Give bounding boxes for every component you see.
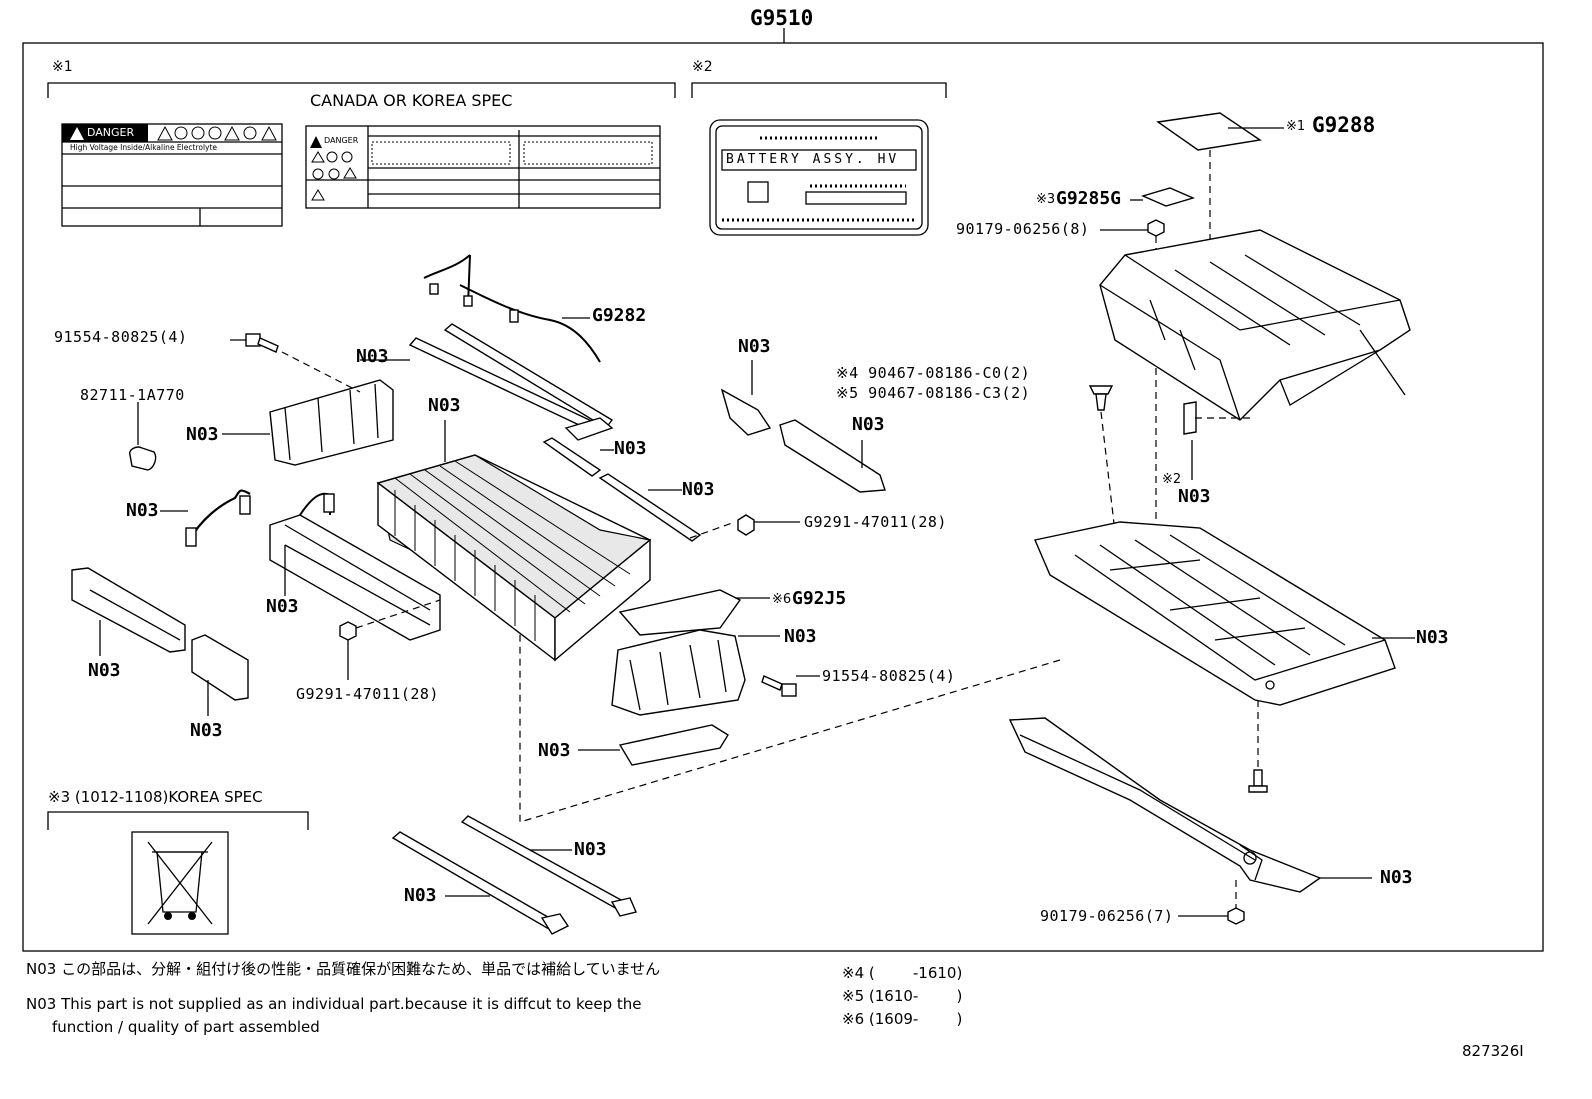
end-plate-left (269, 379, 394, 466)
end-plate-right (611, 629, 746, 716)
screw-lower (1248, 769, 1268, 793)
n03-module: N03 (428, 395, 461, 416)
bolt-91554-right (761, 675, 797, 697)
danger-label-2 (305, 125, 661, 209)
canada-korea-spec: CANADA OR KOREA SPEC (310, 91, 513, 110)
lower-bracket-n03 (618, 724, 729, 766)
diagram-frame (22, 42, 1544, 952)
bus-bar-n03-2 (598, 473, 702, 542)
lower-tray (1034, 521, 1396, 706)
sheet-g9285g (1140, 187, 1196, 207)
nut-g9291-left (339, 621, 357, 641)
part-g9291-right: G9291-47011(28) (804, 513, 947, 531)
note-en-2: function / quality of part assembled (52, 1018, 320, 1036)
part-91554-right: 91554-80825(4) (822, 667, 956, 685)
group1-mark: ※1 (52, 59, 73, 75)
assembly-code: G9510 (750, 6, 814, 30)
recycle-bin-label (131, 831, 229, 935)
part-g9282: G9282 (592, 305, 647, 326)
note-en-1: N03 This part is not supplied as an indi… (26, 995, 642, 1013)
part-g9288: G9288 (1312, 113, 1376, 137)
n03-bracket-right: N03 (852, 414, 885, 435)
n03-long-bar: N03 (356, 346, 389, 367)
n03-rod-1: N03 (404, 885, 437, 906)
sheet-g9288 (1156, 112, 1262, 151)
part-g92j5: G92J5 (792, 588, 847, 609)
danger-text: DANGER (87, 126, 135, 139)
note-range-6: ※6 (1609- ) (842, 1010, 963, 1028)
n03-lower-tray: N03 (1416, 627, 1449, 648)
n03-end-plate-right: N03 (784, 626, 817, 647)
battery-assy-text: BATTERY ASSY. HV (726, 152, 900, 167)
long-bar-n03-top (408, 323, 614, 441)
n03-bus-bar-1: N03 (614, 438, 647, 459)
n03-rod-2: N03 (574, 839, 607, 860)
danger-text-2: DANGER (324, 136, 359, 145)
figure-id: 827326I (1462, 1042, 1524, 1060)
n03-bracket-mid: N03 (738, 336, 771, 357)
part-90467-c0: ※4 90467-08186-C0(2) (836, 364, 1031, 382)
korea-spec: ※3 (1012-1108)KOREA SPEC (48, 788, 263, 806)
long-rod-n03-1 (391, 831, 570, 935)
small-harness-n03 (185, 489, 251, 547)
hv-text: High Voltage Inside/Alkaline Electrolyte (70, 143, 218, 152)
long-rod-n03-2 (460, 815, 637, 917)
bus-bar-n03-1 (542, 437, 602, 477)
n03-end-plate-left: N03 (186, 424, 219, 445)
group2-mark: ※2 (692, 59, 713, 75)
bolt-90179-top (1147, 219, 1165, 237)
n03-lower-bracket: N03 (538, 740, 571, 761)
n03-side-rail: N03 (266, 596, 299, 617)
part-91554-left: 91554-80825(4) (54, 328, 188, 346)
bracket-group-2 (691, 82, 947, 98)
part-82711: 82711-1A770 (80, 386, 185, 404)
bottom-bracket (1008, 717, 1322, 893)
g9288-mark: ※1 (1286, 119, 1306, 134)
n03-plate-mark: ※2 (1162, 472, 1182, 487)
sensor-82711 (129, 446, 157, 471)
clip-90467 (1088, 385, 1114, 411)
upper-cover (1099, 229, 1411, 421)
g9285g-mark: ※3 (1036, 192, 1056, 207)
note-jp: N03 この部品は、分解・組付け後の性能・品質確保が困難なため、単品では補給して… (26, 960, 661, 978)
n03-small-plate: N03 (1178, 486, 1211, 507)
note-range-5: ※5 (1610- ) (842, 987, 963, 1005)
bracket-n03-right (779, 419, 886, 493)
part-g9291-left: G9291-47011(28) (296, 685, 439, 703)
n03-harness: N03 (126, 500, 159, 521)
n03-side-plate-2: N03 (190, 720, 223, 741)
note-range-4: ※4 ( -1610) (842, 964, 963, 982)
n03-bus-bar-2: N03 (682, 479, 715, 500)
bracket-group-3 (47, 811, 309, 830)
small-plate-n03 (1183, 401, 1197, 435)
wire-harness-g9282 (423, 254, 601, 363)
side-plate-n03-1 (71, 567, 186, 653)
part-g9285g: G9285G (1056, 188, 1122, 209)
part-90467-c3: ※5 90467-08186-C3(2) (836, 384, 1031, 402)
bracket-group-1 (47, 82, 676, 98)
n03-bottom-bracket: N03 (1380, 867, 1413, 888)
nut-g9291-right (737, 514, 755, 536)
danger-label-1 (61, 123, 283, 227)
bracket-n03-mid (720, 388, 772, 436)
duct-g92j5 (618, 589, 742, 636)
battery-module (376, 454, 652, 662)
g92j5-mark: ※6 (772, 592, 792, 607)
side-plate-n03-2 (191, 634, 249, 701)
part-90179-bottom: 90179-06256(7) (1040, 907, 1174, 925)
battery-assy-label (709, 119, 929, 236)
bolt-90179-bottom (1227, 907, 1245, 925)
n03-side-plate-1: N03 (88, 660, 121, 681)
bolt-91554-left (245, 333, 279, 353)
part-90179-top: 90179-06256(8) (956, 220, 1090, 238)
